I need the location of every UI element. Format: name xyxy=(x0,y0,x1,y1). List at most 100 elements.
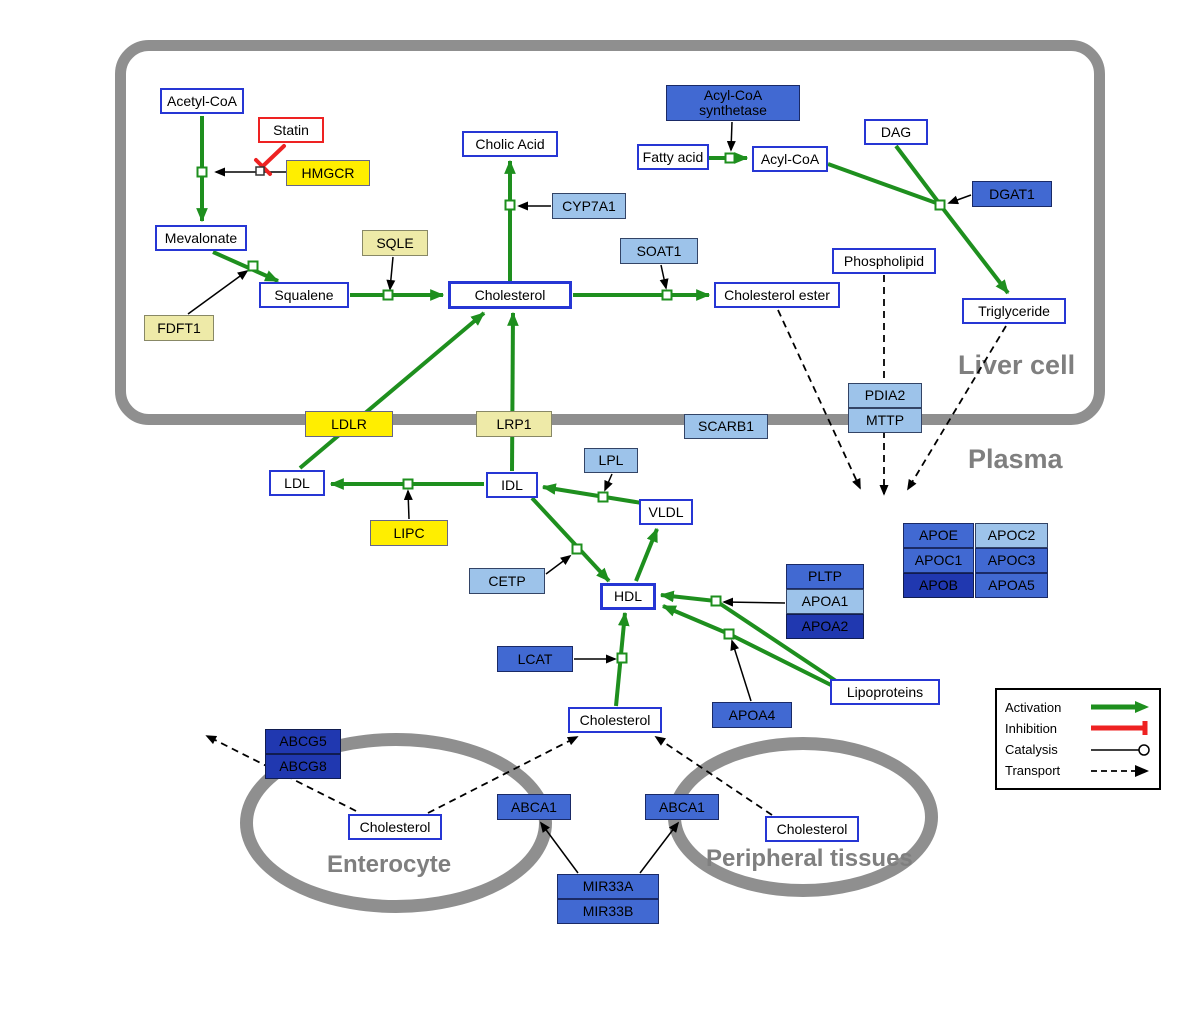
reaction-anchor xyxy=(382,289,394,301)
reaction-anchor xyxy=(504,199,516,211)
node-hmgcr[interactable]: HMGCR xyxy=(286,160,370,186)
node-acetyl-coa[interactable]: Acetyl-CoA xyxy=(160,88,244,114)
node-lipc[interactable]: LIPC xyxy=(370,520,448,546)
node-pdia2[interactable]: PDIA2 xyxy=(848,383,922,408)
node-apoa1[interactable]: APOA1 xyxy=(786,589,864,614)
node-apoa5[interactable]: APOA5 xyxy=(975,573,1048,598)
node-apoc3[interactable]: APOC3 xyxy=(975,548,1048,573)
node-lrp1[interactable]: LRP1 xyxy=(476,411,552,437)
node-mir33a[interactable]: MIR33A xyxy=(557,874,659,899)
reaction-anchor xyxy=(402,478,414,490)
node-apoc1[interactable]: APOC1 xyxy=(903,548,974,573)
liver-cell-label: Liver cell xyxy=(958,350,1076,380)
legend-activation-label: Activation xyxy=(1005,699,1062,715)
node-apoe[interactable]: APOE xyxy=(903,523,974,548)
peripheral-tissues-label: Peripheral tissues xyxy=(706,845,913,872)
node-idl[interactable]: IDL xyxy=(486,472,538,498)
node-apoa4[interactable]: APOA4 xyxy=(712,702,792,728)
reaction-anchor xyxy=(661,289,673,301)
node-pltp[interactable]: PLTP xyxy=(786,564,864,589)
node-ldl[interactable]: LDL xyxy=(269,470,325,496)
node-apoa2[interactable]: APOA2 xyxy=(786,614,864,639)
activation-edge xyxy=(298,311,486,470)
catalysis-circle-icon xyxy=(1091,743,1150,756)
node-mttp[interactable]: MTTP xyxy=(848,408,922,433)
node-lcat[interactable]: LCAT xyxy=(497,646,573,672)
node-mevalonate[interactable]: Mevalonate xyxy=(155,225,247,251)
reaction-anchor xyxy=(196,166,208,178)
legend: Activation Inhibition Catalysis Transpor… xyxy=(995,688,1161,790)
reaction-anchor xyxy=(247,260,259,272)
node-acyl-coa[interactable]: Acyl-CoA xyxy=(752,146,828,172)
catalysis-edge xyxy=(187,269,249,315)
activation-edge xyxy=(507,311,519,472)
transport-edge xyxy=(205,735,357,812)
transport-edge xyxy=(427,736,579,814)
node-ldlr[interactable]: LDLR xyxy=(305,411,393,437)
activation-edge xyxy=(827,162,940,206)
node-soat1[interactable]: SOAT1 xyxy=(620,238,698,264)
node-abca1-right[interactable]: ABCA1 xyxy=(645,794,719,820)
node-dgat1[interactable]: DGAT1 xyxy=(972,181,1052,207)
catalysis-edge xyxy=(730,639,752,702)
node-lpl[interactable]: LPL xyxy=(584,448,638,473)
catalysis-edge xyxy=(659,264,669,290)
plasma-label: Plasma xyxy=(968,444,1063,474)
node-abcg5[interactable]: ABCG5 xyxy=(265,729,341,754)
node-triglyceride[interactable]: Triglyceride xyxy=(962,298,1066,324)
node-apoc2[interactable]: APOC2 xyxy=(975,523,1048,548)
reaction-anchor xyxy=(597,491,609,503)
node-cholesterol-plasma[interactable]: Cholesterol xyxy=(568,707,662,733)
node-scarb1[interactable]: SCARB1 xyxy=(684,414,768,439)
node-cholic-acid[interactable]: Cholic Acid xyxy=(462,131,558,157)
node-sqle[interactable]: SQLE xyxy=(362,230,428,256)
inhibition-edge xyxy=(261,144,286,168)
activation-edge xyxy=(894,144,941,205)
catalysis-edge xyxy=(604,473,613,492)
reaction-anchor xyxy=(724,152,736,164)
inhibition-tbar-icon xyxy=(1091,721,1148,736)
node-apob[interactable]: APOB xyxy=(903,573,974,598)
reaction-anchor xyxy=(710,595,722,607)
node-abca1-left[interactable]: ABCA1 xyxy=(497,794,571,820)
node-fdft1[interactable]: FDFT1 xyxy=(144,315,214,341)
node-squalene[interactable]: Squalene xyxy=(259,282,349,308)
node-dag[interactable]: DAG xyxy=(864,119,928,145)
node-phospholipid[interactable]: Phospholipid xyxy=(832,248,936,274)
node-fatty-acid[interactable]: Fatty acid xyxy=(637,144,709,170)
legend-item-transport: Transport xyxy=(1005,761,1151,781)
legend-item-inhibition: Inhibition xyxy=(1005,718,1151,738)
catalysis-edge xyxy=(722,597,786,607)
node-vldl[interactable]: VLDL xyxy=(639,499,693,525)
node-cyp7a1[interactable]: CYP7A1 xyxy=(552,193,626,219)
catalysis-edge xyxy=(947,194,972,205)
liver-cell-compartment xyxy=(115,40,1105,425)
activation-edge xyxy=(541,483,649,506)
activation-arrow-icon xyxy=(1091,701,1149,713)
node-acyl-coa-synthetase[interactable]: Acyl-CoA synthetase xyxy=(666,85,800,121)
node-lipoproteins[interactable]: Lipoproteins xyxy=(830,679,940,705)
reaction-anchor xyxy=(571,543,583,555)
catalysis-edge xyxy=(539,821,579,874)
node-cholesterol-liver[interactable]: Cholesterol xyxy=(448,281,572,309)
node-abcg8[interactable]: ABCG8 xyxy=(265,754,341,779)
node-mir33b[interactable]: MIR33B xyxy=(557,899,659,924)
node-cetp[interactable]: CETP xyxy=(469,568,545,594)
catalysis-edge xyxy=(545,554,572,575)
transport-dashed-arrow-icon xyxy=(1091,764,1149,777)
node-cholesterol-ester[interactable]: Cholesterol ester xyxy=(714,282,840,308)
activation-edge xyxy=(939,204,1010,295)
catalysis-edge xyxy=(386,256,396,291)
reaction-anchor xyxy=(616,652,628,664)
node-cholesterol-enterocyte[interactable]: Cholesterol xyxy=(348,814,442,840)
reaction-anchor xyxy=(934,199,946,211)
activation-edge xyxy=(634,527,659,582)
node-cholesterol-peripheral[interactable]: Cholesterol xyxy=(765,816,859,842)
node-statin[interactable]: Statin xyxy=(258,117,324,143)
activation-edge xyxy=(530,496,611,583)
node-hdl[interactable]: HDL xyxy=(600,583,656,610)
legend-item-catalysis: Catalysis xyxy=(1005,740,1151,760)
